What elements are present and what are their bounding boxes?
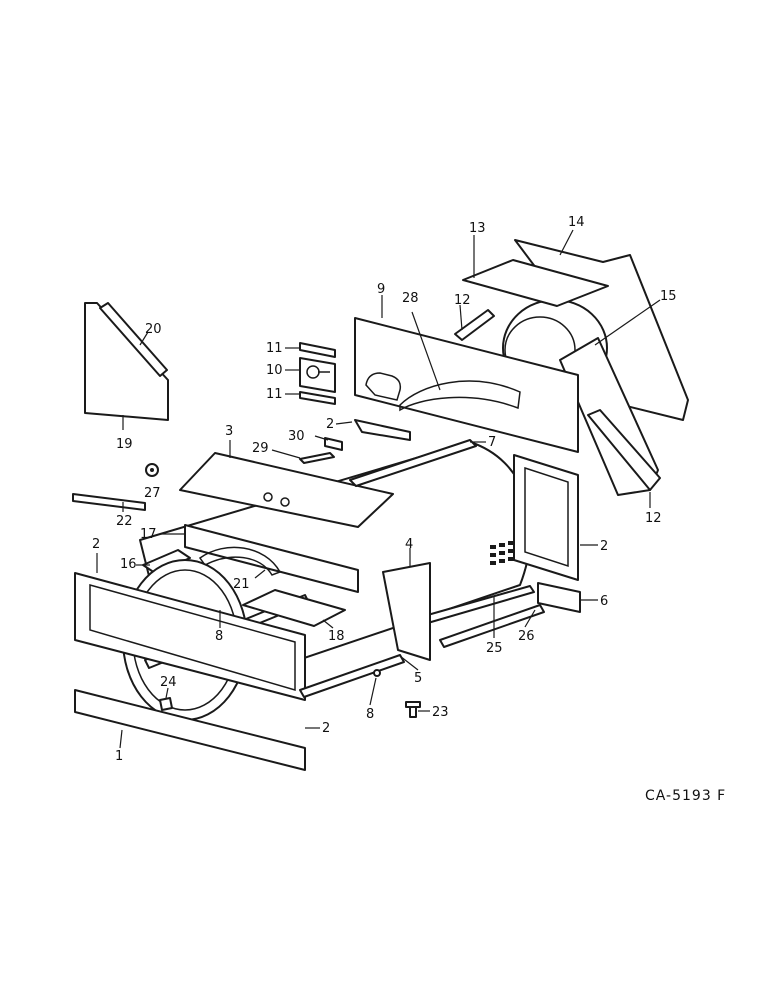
frame-12-lower [587, 409, 661, 491]
plate-11-lower [299, 391, 336, 405]
plate-18 [242, 589, 346, 627]
callout-24: 24 [160, 675, 177, 690]
bar-22 [72, 493, 146, 511]
rod-8 [299, 654, 405, 698]
callout-12-bottom: 12 [645, 511, 662, 526]
callout-16: 16 [120, 557, 137, 572]
callout-13: 13 [469, 221, 486, 236]
callout-18: 18 [328, 629, 345, 644]
strap-30 [324, 437, 343, 451]
plate-11-upper [299, 342, 336, 358]
plate-10 [299, 357, 336, 393]
callout-6: 6 [600, 594, 608, 609]
callout-26: 26 [518, 629, 535, 644]
callout-14: 14 [568, 215, 585, 230]
brace-12-top [454, 309, 495, 341]
top-cover-3 [179, 452, 394, 528]
frame-2-right [513, 454, 579, 581]
callout-29: 29 [252, 441, 269, 456]
bar-26 [439, 604, 545, 648]
callout-2-right: 2 [600, 539, 608, 554]
callout-30: 30 [288, 429, 305, 444]
callout-22: 22 [116, 514, 133, 529]
tab-24 [159, 697, 173, 711]
callout-15: 15 [660, 289, 677, 304]
callout-23: 23 [432, 705, 449, 720]
callout-9: 9 [377, 282, 385, 297]
strap-29 [299, 452, 335, 464]
callout-27: 27 [144, 486, 161, 501]
top-plate-13 [462, 259, 609, 307]
callout-1: 1 [115, 749, 123, 764]
callout-12-top: 12 [454, 293, 471, 308]
callout-2-front: 2 [92, 537, 100, 552]
callout-25: 25 [486, 641, 503, 656]
callout-labels: 1 2 2 2 2 2 3 4 5 6 7 8 8 9 10 11 11 12 … [92, 215, 677, 764]
bracket-16 [142, 549, 191, 574]
strip-20 [99, 302, 168, 377]
callout-28: 28 [402, 291, 419, 306]
callout-3: 3 [225, 424, 233, 439]
callout-2-bottom: 2 [322, 721, 330, 736]
callout-17: 17 [140, 527, 157, 542]
bottom-frame-1 [74, 689, 306, 771]
callout-11-upper: 11 [266, 341, 283, 356]
back-wall-9 [354, 317, 579, 453]
rail-17 [184, 524, 359, 593]
bolt-23 [405, 701, 421, 718]
side-panel-19 [84, 302, 169, 421]
callout-11-lower: 11 [266, 387, 283, 402]
callout-10: 10 [266, 363, 283, 378]
drawing-code: CA-5193 F [645, 788, 726, 804]
frame-2-front [74, 572, 306, 701]
callout-21: 21 [233, 577, 250, 592]
callout-8-ring: 8 [215, 629, 223, 644]
panel-4 [382, 562, 431, 661]
washer-27 [145, 463, 159, 477]
rail-7 [349, 439, 477, 487]
callout-20: 20 [145, 322, 162, 337]
frame-2-back [354, 419, 411, 441]
callout-19: 19 [116, 437, 133, 452]
vent-holes [490, 541, 514, 565]
callout-5: 5 [414, 671, 422, 686]
callout-7: 7 [488, 435, 496, 450]
rail-6 [537, 582, 581, 613]
callout-8-rod: 8 [366, 707, 374, 722]
arc-21 [198, 546, 282, 576]
leader-lines [96, 229, 661, 749]
callout-4: 4 [405, 537, 413, 552]
callout-2-back: 2 [326, 417, 334, 432]
